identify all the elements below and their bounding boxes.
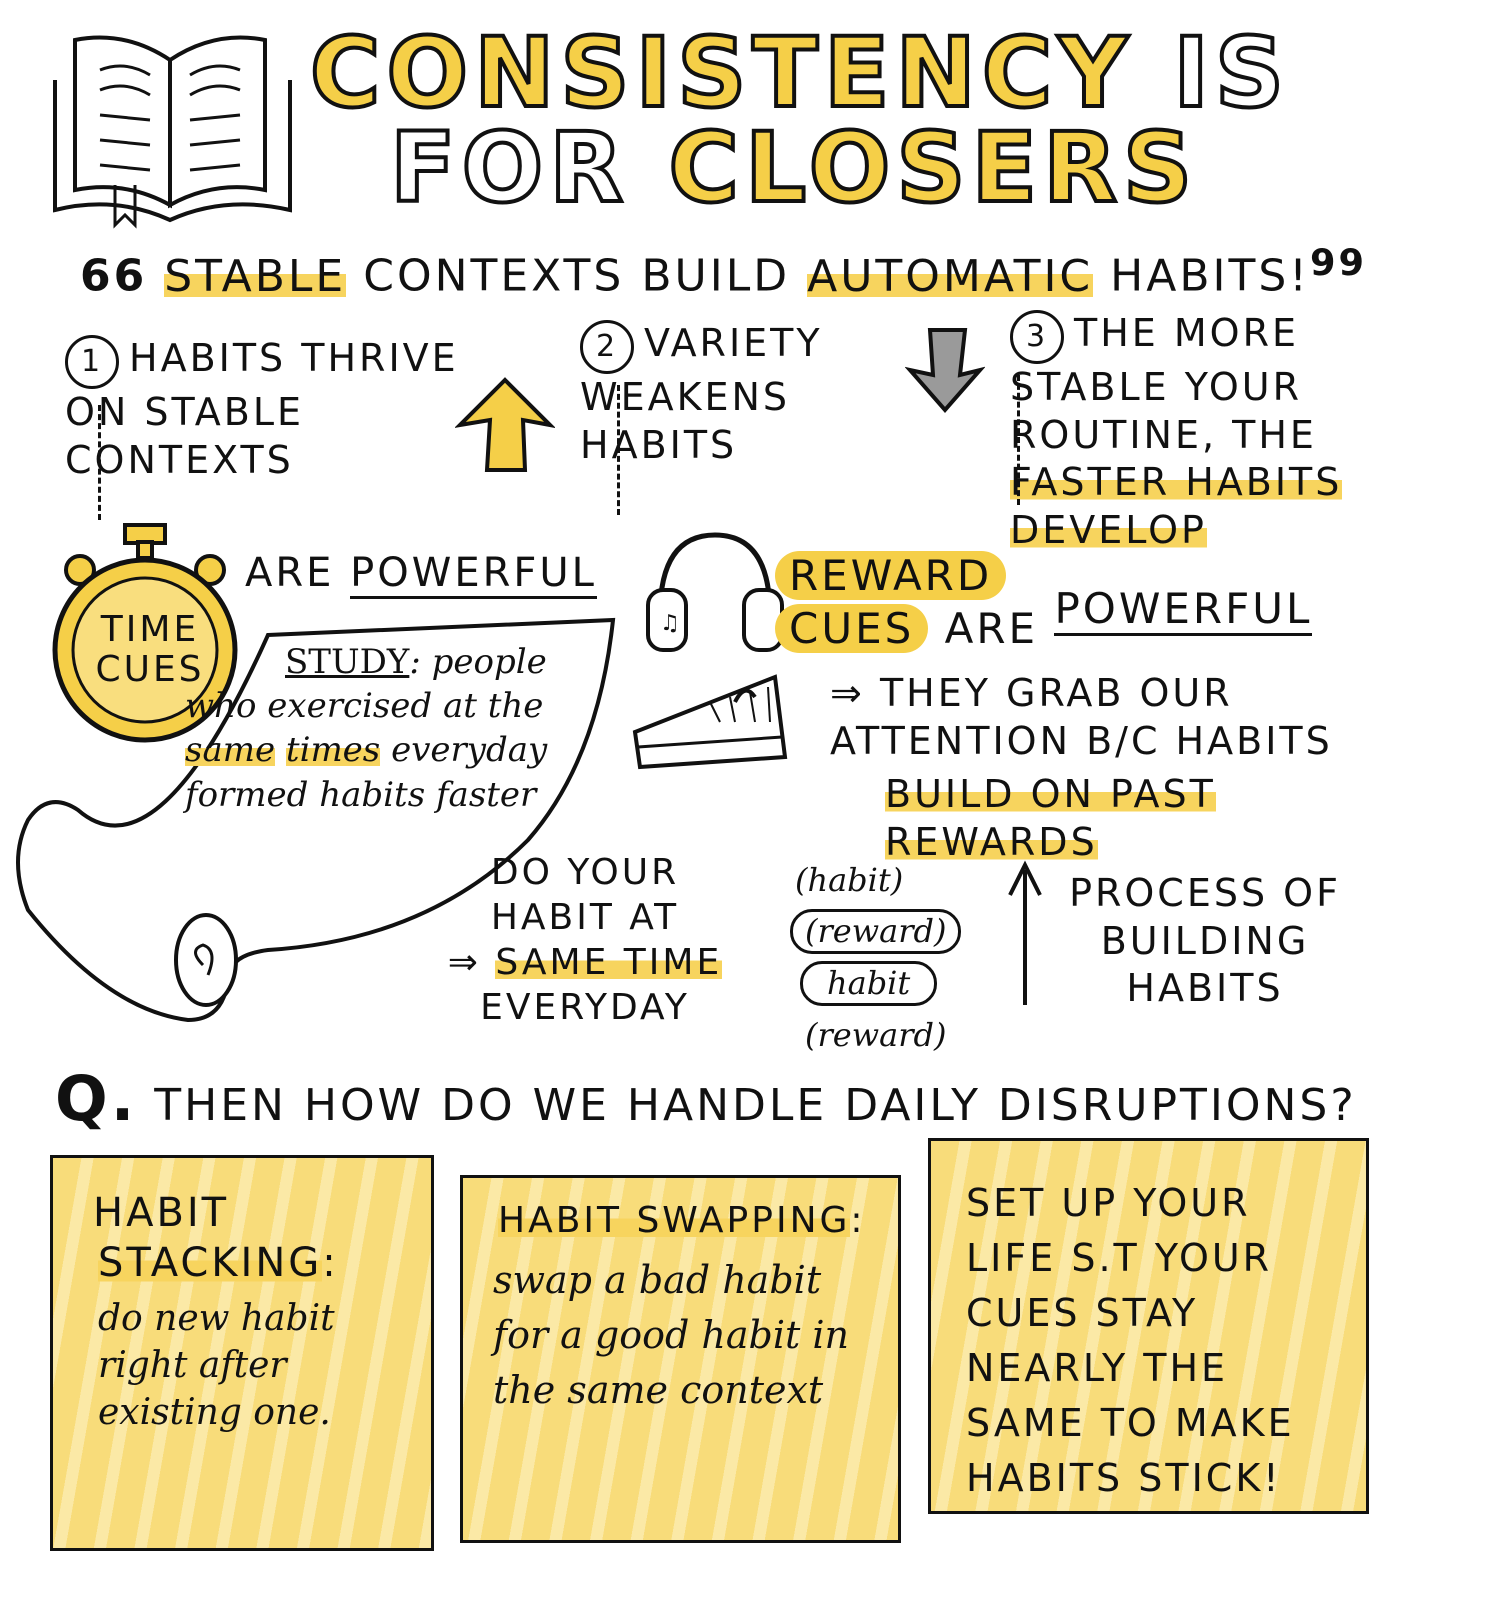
quote-habits: HABITS! — [1110, 250, 1310, 302]
quote-close-mark: 99 — [1309, 241, 1367, 284]
point-3-number: 3 — [1010, 310, 1064, 364]
title-line-2: FOR CLOSERS — [388, 118, 1198, 218]
point-2-text: VARIETY WEAKENS HABITS — [580, 321, 823, 467]
cycle-label: reward — [817, 1015, 934, 1054]
process-note: PROCESS OF BUILDING HABITS — [1069, 871, 1341, 1010]
double-arrow-icon: ⇒ — [830, 671, 865, 715]
box-2-colon: : — [850, 1200, 866, 1241]
divider-3 — [1017, 375, 1020, 505]
attention-note: ⇒ THEY GRAB OUR ATTENTION B/C HABITS BUI… — [830, 670, 1440, 866]
arrow-down-icon — [905, 328, 985, 414]
quote-stable: STABLE — [164, 250, 347, 302]
quote-open-mark: 66 — [80, 250, 148, 302]
do-habit-same-time: SAME TIME — [495, 942, 723, 983]
reward-label: REWARD — [775, 551, 1007, 600]
habit-reward-cycle: (habit) (reward) habit (reward) — [790, 855, 1000, 1061]
question-text: THEN HOW DO WE HANDLE DAILY DISRUPTIONS? — [154, 1080, 1357, 1131]
box-1-title-a: HABIT — [93, 1190, 230, 1236]
svg-text:♫: ♫ — [660, 611, 680, 636]
point-1-number: 1 — [65, 335, 119, 389]
cake-slice-icon — [632, 674, 788, 770]
reward-are: ARE — [944, 603, 1039, 653]
box-habit-swapping: HABIT SWAPPING: swap a bad habit for a g… — [460, 1175, 901, 1543]
do-habit-everyday: EVERYDAY — [480, 987, 690, 1028]
cycle-label: reward — [817, 912, 934, 951]
box-2-title: HABIT SWAPPING — [498, 1200, 851, 1241]
do-habit-note: DO YOUR HABIT AT ⇒ SAME TIME EVERYDAY — [430, 850, 740, 1030]
title-is: IS — [1171, 17, 1291, 129]
quote: 66 STABLE CONTEXTS BUILD AUTOMATIC HABIT… — [80, 240, 1367, 304]
arrow-up-icon — [455, 377, 555, 472]
title-line-1: CONSISTENCY IS — [308, 23, 1290, 123]
title-for: FOR — [388, 112, 630, 224]
question-q: Q. — [55, 1062, 138, 1135]
cycle-item: (reward) — [805, 1015, 947, 1054]
study-same: same — [185, 730, 276, 771]
question: Q. THEN HOW DO WE HANDLE DAILY DISRUPTIO… — [55, 1060, 1357, 1138]
box-1-colon: : — [322, 1240, 339, 1286]
box-2-body: swap a bad habit for a good habit in the… — [493, 1258, 849, 1413]
box-set-up-life: SET UP YOUR LIFE S.T YOUR CUES STAY NEAR… — [928, 1138, 1369, 1514]
time-cues-are-powerful: ARE POWERFUL — [245, 548, 597, 599]
open-book-icon — [53, 35, 292, 229]
study-text: STUDY: people who exercised at the same … — [185, 640, 585, 817]
reward-cues: REWARD CUES ARE POWERFUL — [775, 550, 1313, 655]
cues-label: CUES — [775, 603, 929, 653]
stopwatch-icon — [52, 523, 238, 743]
quote-contexts-build: CONTEXTS BUILD — [363, 250, 791, 302]
point-3-highlight: FASTER HABITS DEVELOP — [1010, 460, 1343, 552]
box-3-body: SET UP YOUR LIFE S.T YOUR CUES STAY NEAR… — [966, 1181, 1295, 1501]
cycle-label: habit — [807, 861, 891, 899]
study-times: times — [285, 730, 381, 771]
point-2-number: 2 — [580, 320, 634, 374]
are-text: ARE — [245, 550, 335, 596]
divider-1 — [98, 405, 101, 520]
headphones-icon: ♫ — [646, 532, 784, 652]
attention-text: THEY GRAB OUR ATTENTION B/C HABITS — [830, 671, 1333, 763]
title-closers: CLOSERS — [667, 112, 1199, 224]
cycle-item: habit — [800, 961, 938, 1006]
cycle-item: (reward) — [790, 909, 962, 954]
do-habit-line-1: DO YOUR HABIT AT — [490, 852, 680, 938]
study-body-1: : people who exercised at the — [185, 642, 547, 727]
reward-powerful: POWERFUL — [1054, 583, 1313, 636]
point-3-text: THE MORE STABLE YOUR ROUTINE, THE — [1010, 311, 1317, 457]
powerful-text: POWERFUL — [350, 550, 597, 599]
quote-automatic: AUTOMATIC — [807, 250, 1094, 302]
cycle-item: (habit) — [795, 861, 904, 899]
box-1-body: do new habit right after existing one. — [98, 1298, 335, 1433]
box-1-title-b: STACKING — [98, 1240, 323, 1286]
study-body-2: everyday formed habits faster — [185, 730, 548, 815]
time-cues-label: TIME CUES — [95, 609, 205, 690]
attention-highlight: BUILD ON PAST REWARDS — [885, 772, 1216, 864]
study-label: STUDY — [285, 642, 410, 682]
double-arrow-icon: ⇒ — [447, 942, 481, 983]
box-habit-stacking: HABIT STACKING: do new habit right after… — [50, 1155, 434, 1551]
title-consistency: CONSISTENCY — [308, 17, 1134, 129]
scroll-icon — [16, 617, 616, 1023]
point-1-text: HABITS THRIVE ON STABLE CONTEXTS — [65, 336, 459, 482]
arrow-up-thin-icon — [1008, 860, 1042, 1005]
cycle-label: habit — [827, 964, 911, 1003]
divider-2 — [617, 385, 620, 515]
